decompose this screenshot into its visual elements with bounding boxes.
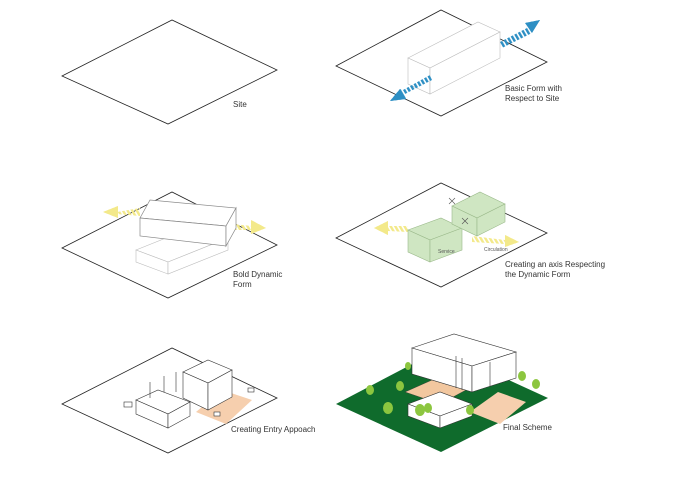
circulation-volume bbox=[451, 191, 506, 237]
caption-site: Site bbox=[233, 100, 247, 109]
blue-arrow-east bbox=[500, 20, 540, 48]
panel-final-scheme bbox=[336, 333, 548, 452]
caption-entry-approach: Creating Entry Appoach bbox=[231, 425, 316, 434]
panel-axis: Service Circulation bbox=[335, 182, 548, 288]
service-volume bbox=[407, 217, 463, 263]
entry-path bbox=[196, 390, 252, 424]
caption-final-scheme: Final Scheme bbox=[503, 423, 552, 432]
panel-entry-approach bbox=[61, 347, 278, 454]
house-outline bbox=[123, 359, 255, 429]
panel-basic-form bbox=[335, 9, 548, 117]
blue-arrow-west bbox=[390, 75, 432, 101]
caption-axis: Creating an axis Respecting the Dynamic … bbox=[505, 260, 606, 279]
panel-site bbox=[61, 19, 278, 125]
yellow-arrow-west bbox=[374, 221, 408, 235]
caption-basic-form: Basic Form with Respect to Site bbox=[505, 84, 562, 103]
yellow-arrow-east bbox=[232, 220, 266, 234]
caption-bold-dynamic-form: Bold Dynamic Form bbox=[233, 270, 283, 289]
panel-bold-dynamic-form bbox=[61, 191, 278, 299]
yellow-arrow-east bbox=[472, 235, 519, 247]
service-label: Service bbox=[438, 249, 455, 255]
basic-volume bbox=[407, 21, 501, 95]
axis-markers bbox=[448, 197, 469, 225]
house-final bbox=[407, 333, 518, 429]
trees bbox=[366, 362, 540, 416]
yellow-arrow-west bbox=[103, 206, 140, 218]
entry-path bbox=[470, 392, 526, 424]
site-plane bbox=[61, 19, 278, 125]
circulation-label: Circulation bbox=[484, 247, 508, 253]
upper-volume bbox=[139, 199, 237, 248]
